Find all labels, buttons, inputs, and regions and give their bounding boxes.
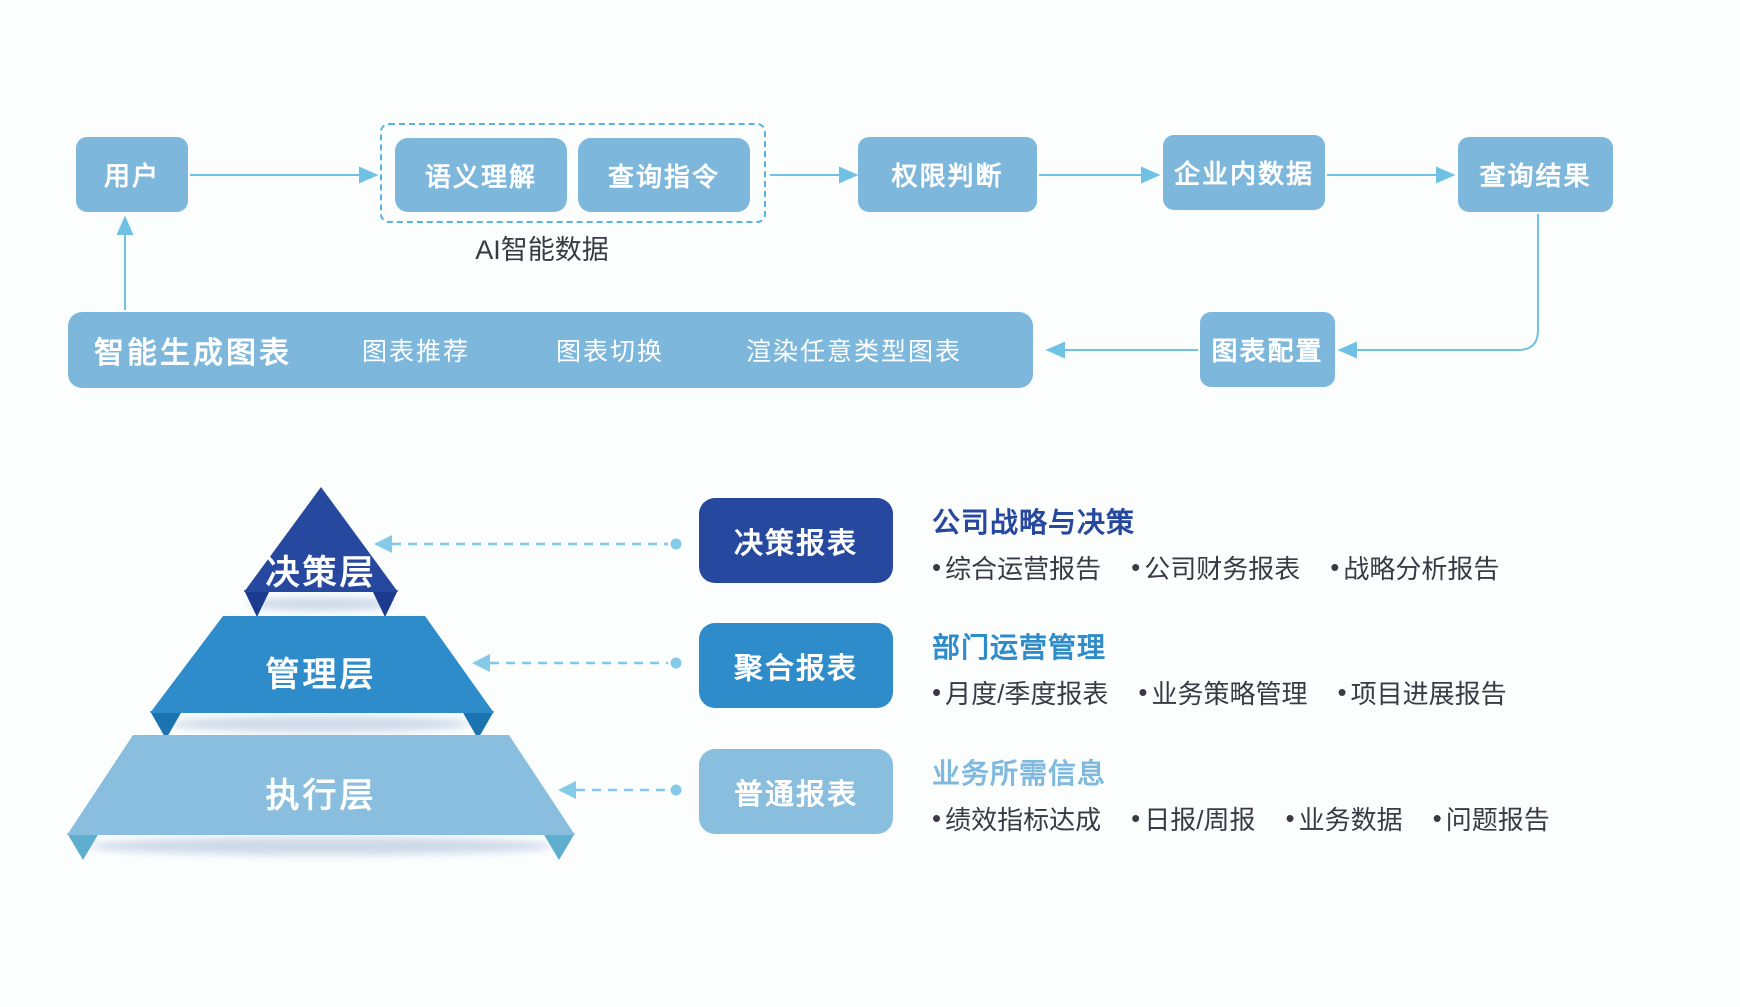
bullet-dot: • — [932, 803, 942, 833]
bullet-text: 绩效指标达成 — [945, 805, 1102, 835]
bullet-dot: • — [1337, 677, 1347, 707]
tier2-fold-right — [462, 711, 494, 739]
bullet-dot: • — [1138, 677, 1148, 707]
arrowhead-icon — [116, 215, 134, 235]
node-query-instruction: 查询指令 — [578, 138, 750, 212]
node-semantic-understanding: 语义理解 — [395, 138, 567, 212]
bar-feature-switch: 图表切换 — [556, 338, 665, 366]
arrowhead-icon — [359, 166, 379, 184]
bullet-item: • 公司财务报表 — [1131, 549, 1300, 586]
node-user: 用户 — [76, 137, 188, 212]
bar-title: 智能生成图表 — [94, 337, 292, 370]
bullet-text: 项目进展报告 — [1350, 679, 1507, 709]
node-permission-check: 权限判断 — [858, 137, 1037, 212]
ai-group-caption: AI智能数据 — [475, 235, 609, 265]
arrowhead-icon — [472, 654, 490, 672]
tier3-shadow — [89, 837, 553, 855]
tier1-fold-right — [372, 590, 398, 617]
bullet-text: 问题报告 — [1445, 805, 1550, 835]
bullet-dot: • — [932, 677, 942, 707]
bullet-text: 公司财务报表 — [1144, 554, 1301, 584]
bullet-item: • 绩效指标达成 — [932, 800, 1101, 837]
arrowhead-icon — [1141, 166, 1161, 184]
arrowhead-icon — [1337, 341, 1357, 359]
badge-aggregate-report: 聚合报表 — [699, 623, 893, 708]
smart-generate-bar: 智能生成图表 图表推荐 图表切换 渲染任意类型图表 — [68, 312, 1033, 388]
bullet-dot: • — [932, 552, 942, 582]
report-title-1: 公司战略与决策 — [932, 507, 1136, 538]
bullet-item: • 日报/周报 — [1131, 800, 1255, 837]
tier-label-decision: 决策层 — [265, 554, 377, 592]
bullet-item: • 项目进展报告 — [1337, 674, 1506, 711]
arrowhead-icon — [1045, 341, 1065, 359]
node-chart-config: 图表配置 — [1200, 312, 1335, 387]
bullet-item: • 月度/季度报表 — [932, 674, 1108, 711]
dot-icon — [670, 784, 682, 796]
report-title-3: 业务所需信息 — [932, 758, 1107, 789]
dot-icon — [670, 538, 682, 550]
bullet-text: 业务策略管理 — [1151, 679, 1308, 709]
tier1-shadow — [247, 597, 395, 611]
dashed-arrows — [392, 542, 668, 792]
bar-feature-recommend: 图表推荐 — [362, 338, 471, 366]
tier3-fold-right — [543, 833, 575, 860]
bar-feature-render: 渲染任意类型图表 — [746, 338, 963, 366]
report-bullets-3: • 绩效指标达成 • 日报/周报 • 业务数据 • 问题报告 — [932, 800, 1550, 837]
bullet-item: • 战略分析报告 — [1330, 549, 1499, 586]
bullet-text: 日报/周报 — [1144, 805, 1256, 835]
arrowhead-icon — [839, 166, 859, 184]
bullet-item: • 业务数据 — [1285, 800, 1402, 837]
bullet-text: 战略分析报告 — [1343, 554, 1500, 584]
tier3-fold-left — [67, 833, 99, 860]
tier2-fold-left — [150, 711, 182, 739]
bullet-item: • 业务策略管理 — [1138, 674, 1307, 711]
node-query-result: 查询结果 — [1458, 137, 1613, 212]
bullet-dot: • — [1330, 552, 1340, 582]
tier-label-execution: 执行层 — [265, 777, 377, 815]
report-title-2: 部门运营管理 — [932, 632, 1107, 663]
bullet-dot: • — [1131, 803, 1141, 833]
bullet-text: 业务数据 — [1298, 805, 1403, 835]
dot-icon — [670, 657, 682, 669]
bullet-text: 月度/季度报表 — [945, 679, 1109, 709]
report-bullets-1: • 综合运营报告 • 公司财务报表 • 战略分析报告 — [932, 549, 1499, 586]
badge-normal-report: 普通报表 — [699, 749, 893, 834]
bullet-dot: • — [1131, 552, 1141, 582]
arrowhead-icon — [1436, 166, 1456, 184]
node-enterprise-data: 企业内数据 — [1163, 135, 1325, 210]
ai-group-frame — [380, 123, 766, 223]
bullet-item: • 问题报告 — [1433, 800, 1550, 837]
badge-decision-report: 决策报表 — [699, 498, 893, 583]
arrow-result-to-config — [1356, 214, 1539, 351]
report-bullets-2: • 月度/季度报表 • 业务策略管理 • 项目进展报告 — [932, 674, 1507, 711]
arrowhead-icon — [558, 781, 576, 799]
bullet-dot: • — [1432, 803, 1442, 833]
tier2-shadow — [171, 716, 471, 732]
bullet-dot: • — [1285, 803, 1295, 833]
tier-label-management: 管理层 — [265, 656, 377, 694]
tier1-fold-left — [244, 590, 270, 617]
bullet-item: • 综合运营报告 — [932, 549, 1101, 586]
bullet-text: 综合运营报告 — [945, 554, 1102, 584]
